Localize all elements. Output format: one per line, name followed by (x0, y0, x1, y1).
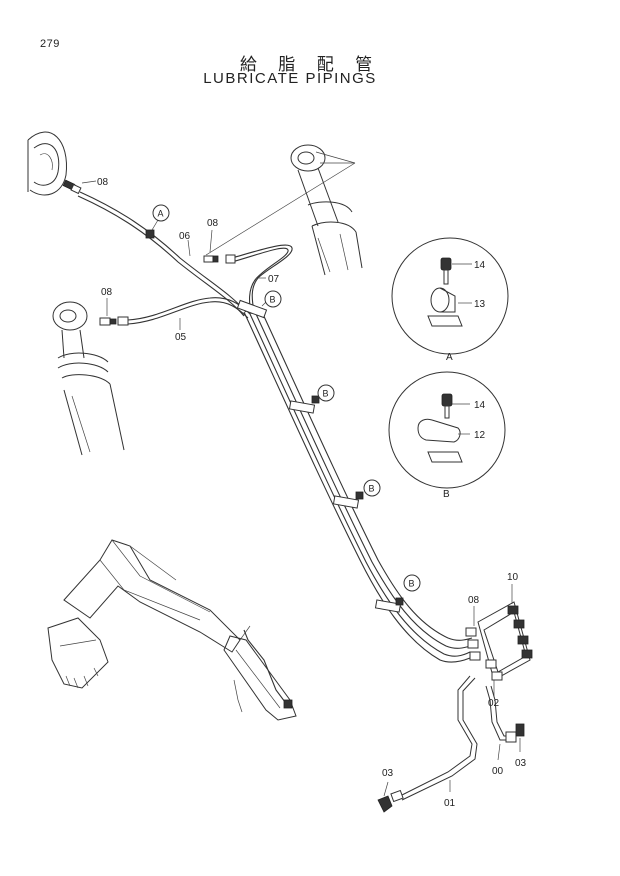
svg-text:B: B (369, 484, 375, 494)
svg-text:B: B (409, 579, 415, 589)
label-08-block: 08 (468, 595, 480, 606)
label-12: 12 (474, 430, 486, 441)
grease-fitting-08-left (99, 316, 129, 326)
callout-b-3: B (363, 479, 381, 497)
label-14-b: 14 (474, 400, 486, 411)
bucket-cylinder-upper-right (290, 144, 363, 276)
label-08-top: 08 (97, 177, 109, 188)
grease-fitting-08-mid (203, 229, 236, 264)
title-japanese: 給 脂 配 管 (239, 55, 381, 75)
label-13: 13 (474, 299, 486, 310)
distributor-block (465, 584, 533, 696)
label-02: 02 (488, 698, 500, 709)
callout-b-2: B (317, 384, 335, 402)
label-00: 00 (492, 766, 504, 777)
detail-b-caption: B (443, 489, 450, 500)
label-03-right: 03 (515, 758, 527, 769)
callout-b-1: B (261, 290, 282, 308)
label-01: 01 (444, 798, 456, 809)
title-english: LUBRICATE PIPINGS (203, 70, 377, 87)
excavator-overview (47, 539, 297, 721)
label-05: 05 (175, 332, 187, 343)
boom-cylinder-top-left (27, 131, 68, 196)
callout-b-4: B (403, 574, 421, 592)
label-03-left: 03 (382, 768, 394, 779)
label-08-left: 08 (101, 287, 113, 298)
svg-text:B: B (323, 389, 329, 399)
page-number: 279 (40, 38, 60, 50)
label-07: 07 (268, 274, 280, 285)
detail-view-b (388, 371, 506, 489)
hose-bundle (77, 191, 473, 663)
output-pipes (377, 675, 525, 813)
callout-a: A (151, 204, 170, 231)
grease-fitting-08-top (62, 179, 97, 195)
svg-text:B: B (270, 295, 276, 305)
label-08-mid: 08 (207, 218, 219, 229)
detail-view-a (391, 237, 509, 355)
label-14-a: 14 (474, 260, 486, 271)
clamps (145, 229, 404, 613)
detail-a-caption: A (446, 352, 453, 363)
label-10: 10 (507, 572, 519, 583)
leader-line-upper (205, 162, 356, 256)
label-06: 06 (179, 231, 191, 242)
arm-cylinder-left (52, 301, 125, 456)
svg-text:A: A (158, 209, 164, 219)
